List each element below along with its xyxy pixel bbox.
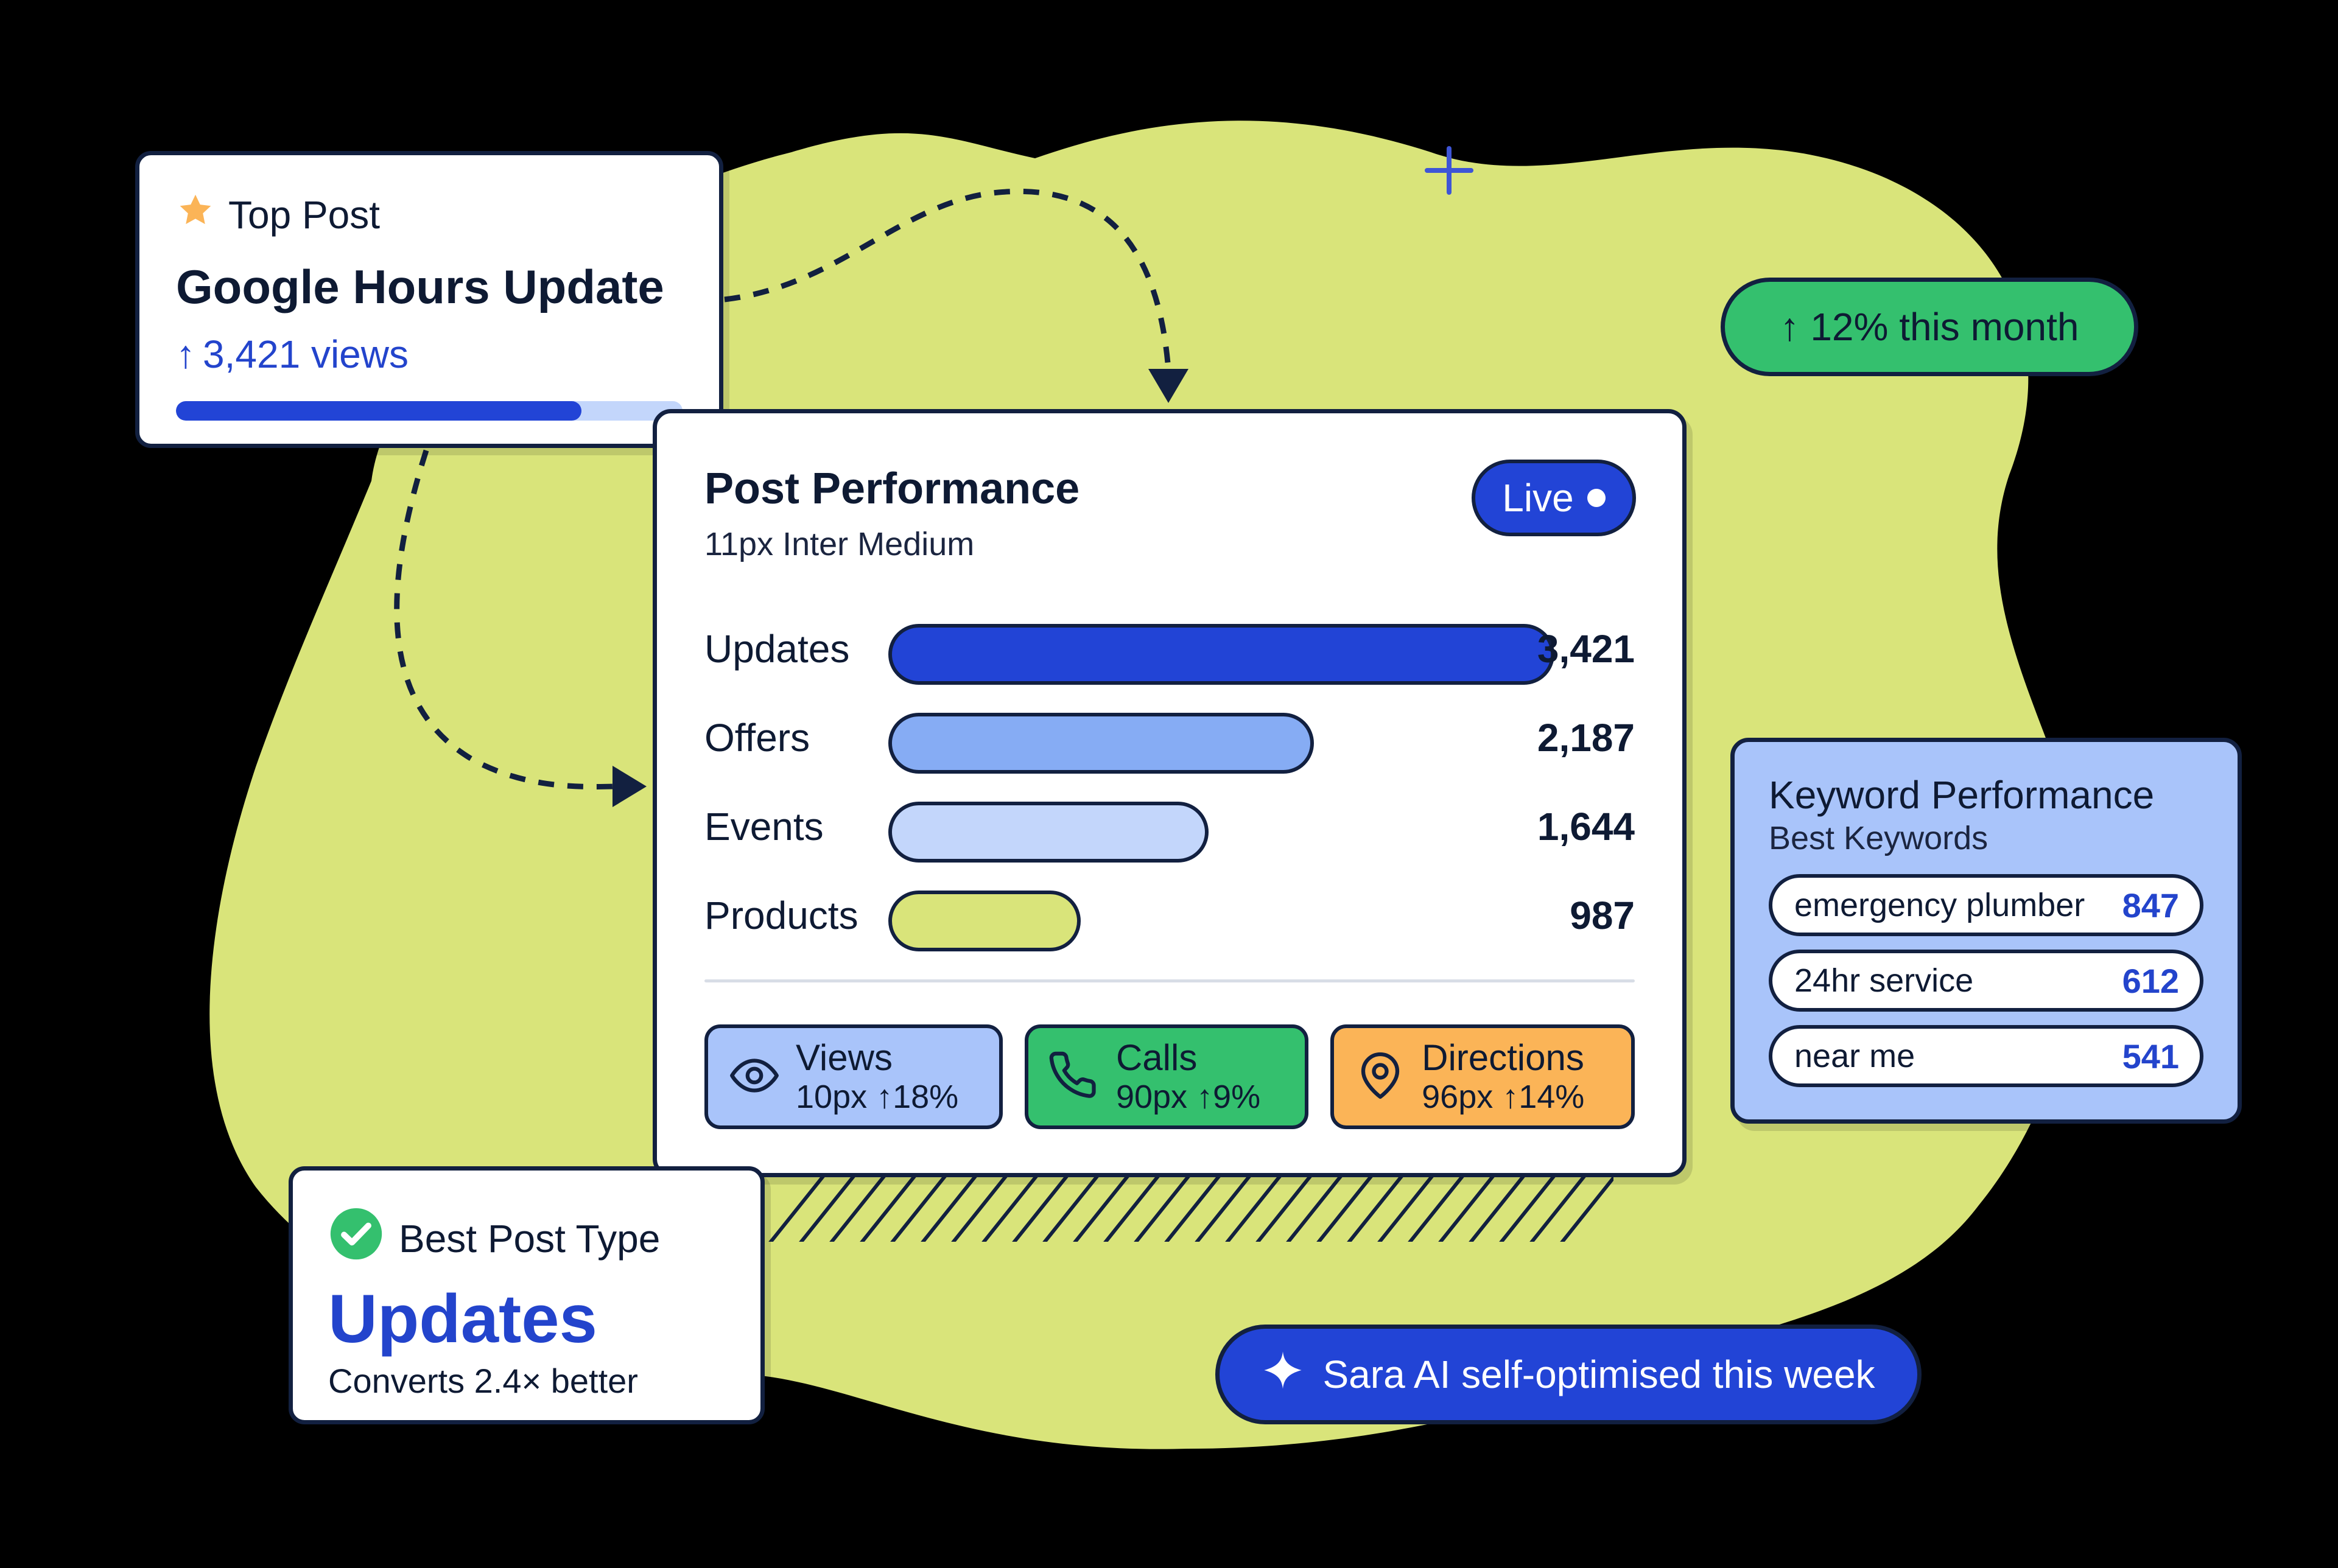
keyword-count: 847 — [2122, 886, 2179, 925]
sara-ai-badge[interactable]: Sara AI self-optimised this week — [1215, 1325, 1922, 1424]
post-type-bar-list: Updates 3,421 Offers 2,187 Events 1,644 … — [704, 606, 1635, 961]
post-performance-card: Post Performance 11px Inter Medium Live … — [653, 409, 1687, 1177]
stat-name: Calls — [1115, 1037, 1198, 1078]
bar-value: 3,421 — [1537, 627, 1635, 671]
bar-events — [888, 802, 1209, 863]
phone-icon — [1049, 1050, 1100, 1104]
keyword-item[interactable]: emergency plumber 847 — [1769, 874, 2203, 937]
top-post-card[interactable]: Top Post Google Hours Update ↑ 3,421 vie… — [135, 151, 723, 448]
bar-label: Products — [704, 894, 858, 937]
keyword-list: emergency plumber 847 24hr service 612 n… — [1769, 874, 2203, 1088]
best-post-type-label: Best Post Type — [399, 1216, 661, 1261]
keyword-item[interactable]: 24hr service 612 — [1769, 950, 2203, 1012]
connector-arrow-right — [613, 766, 647, 807]
top-post-label: Top Post — [228, 193, 381, 237]
post-performance-subtitle: 11px Inter Medium — [704, 526, 975, 562]
monthly-growth-label: ↑ 12% this month — [1780, 305, 2079, 349]
keyword-term: near me — [1794, 1038, 1915, 1075]
views-stat-tile[interactable]: Views 10px ↑18% — [704, 1024, 1003, 1129]
bar-value: 987 — [1570, 894, 1635, 937]
stat-delta: 90px ↑9% — [1115, 1078, 1261, 1115]
bar-value: 1,644 — [1537, 805, 1635, 849]
bar-updates — [888, 624, 1554, 685]
stat-delta: 10px ↑18% — [796, 1078, 959, 1115]
eye-icon — [729, 1050, 780, 1104]
keyword-item[interactable]: near me 541 — [1769, 1025, 2203, 1088]
bar-label: Updates — [704, 627, 850, 671]
star-icon — [176, 191, 215, 239]
sparkle-icon — [1262, 1349, 1304, 1401]
top-post-title: Google Hours Update — [176, 260, 664, 313]
directions-stat-tile[interactable]: Directions 96px ↑14% — [1330, 1024, 1635, 1129]
bar-offers — [888, 713, 1315, 774]
top-post-progress-bar — [176, 401, 683, 421]
divider — [704, 979, 1635, 982]
sara-ai-label: Sara AI self-optimised this week — [1322, 1353, 1875, 1396]
bar-products — [888, 891, 1081, 951]
dashed-connector-left — [394, 449, 614, 789]
monthly-growth-badge: ↑ 12% this month — [1721, 278, 2138, 376]
stat-name: Directions — [1422, 1037, 1584, 1078]
bar-label: Offers — [704, 716, 810, 760]
map-pin-icon — [1355, 1050, 1406, 1104]
best-post-type-card: Best Post Type Updates Converts 2.4× bet… — [289, 1166, 765, 1424]
post-performance-title: Post Performance — [704, 464, 1080, 513]
stat-delta: 96px ↑14% — [1422, 1078, 1585, 1115]
keyword-count: 541 — [2122, 1037, 2179, 1076]
bar-row-events[interactable]: Events 1,644 — [704, 783, 1635, 872]
best-post-type-caption: Converts 2.4× better — [328, 1361, 638, 1400]
top-post-progress-fill — [176, 401, 581, 421]
keyword-term: emergency plumber — [1794, 887, 2085, 924]
keyword-performance-card: Keyword Performance Best Keywords emerge… — [1730, 738, 2242, 1124]
stat-tiles: Views 10px ↑18% Calls 90px ↑9% — [704, 1024, 1635, 1129]
top-post-views: 3,421 views — [203, 332, 409, 376]
live-badge[interactable]: Live — [1472, 460, 1636, 536]
bar-row-updates[interactable]: Updates 3,421 — [704, 606, 1635, 695]
connector-arrow-down — [1148, 369, 1188, 403]
dashed-connector-top — [724, 189, 1171, 363]
live-dot-icon — [1587, 489, 1606, 507]
views-arrow-icon: ↑ — [176, 332, 195, 376]
stat-name: Views — [796, 1037, 893, 1078]
check-circle-icon — [328, 1206, 384, 1271]
keyword-performance-subtitle: Best Keywords — [1769, 820, 1989, 857]
bar-row-products[interactable]: Products 987 — [704, 872, 1635, 961]
hatch-pattern — [768, 1175, 1613, 1242]
bar-value: 2,187 — [1537, 716, 1635, 760]
live-label: Live — [1502, 476, 1574, 520]
keyword-performance-title: Keyword Performance — [1769, 773, 2155, 817]
best-post-type-value: Updates — [328, 1281, 597, 1357]
bar-label: Events — [704, 805, 824, 849]
bar-row-offers[interactable]: Offers 2,187 — [704, 695, 1635, 783]
keyword-term: 24hr service — [1794, 962, 1974, 999]
calls-stat-tile[interactable]: Calls 90px ↑9% — [1024, 1024, 1309, 1129]
plus-sparkle-icon — [1425, 146, 1473, 195]
keyword-count: 612 — [2122, 961, 2179, 1000]
